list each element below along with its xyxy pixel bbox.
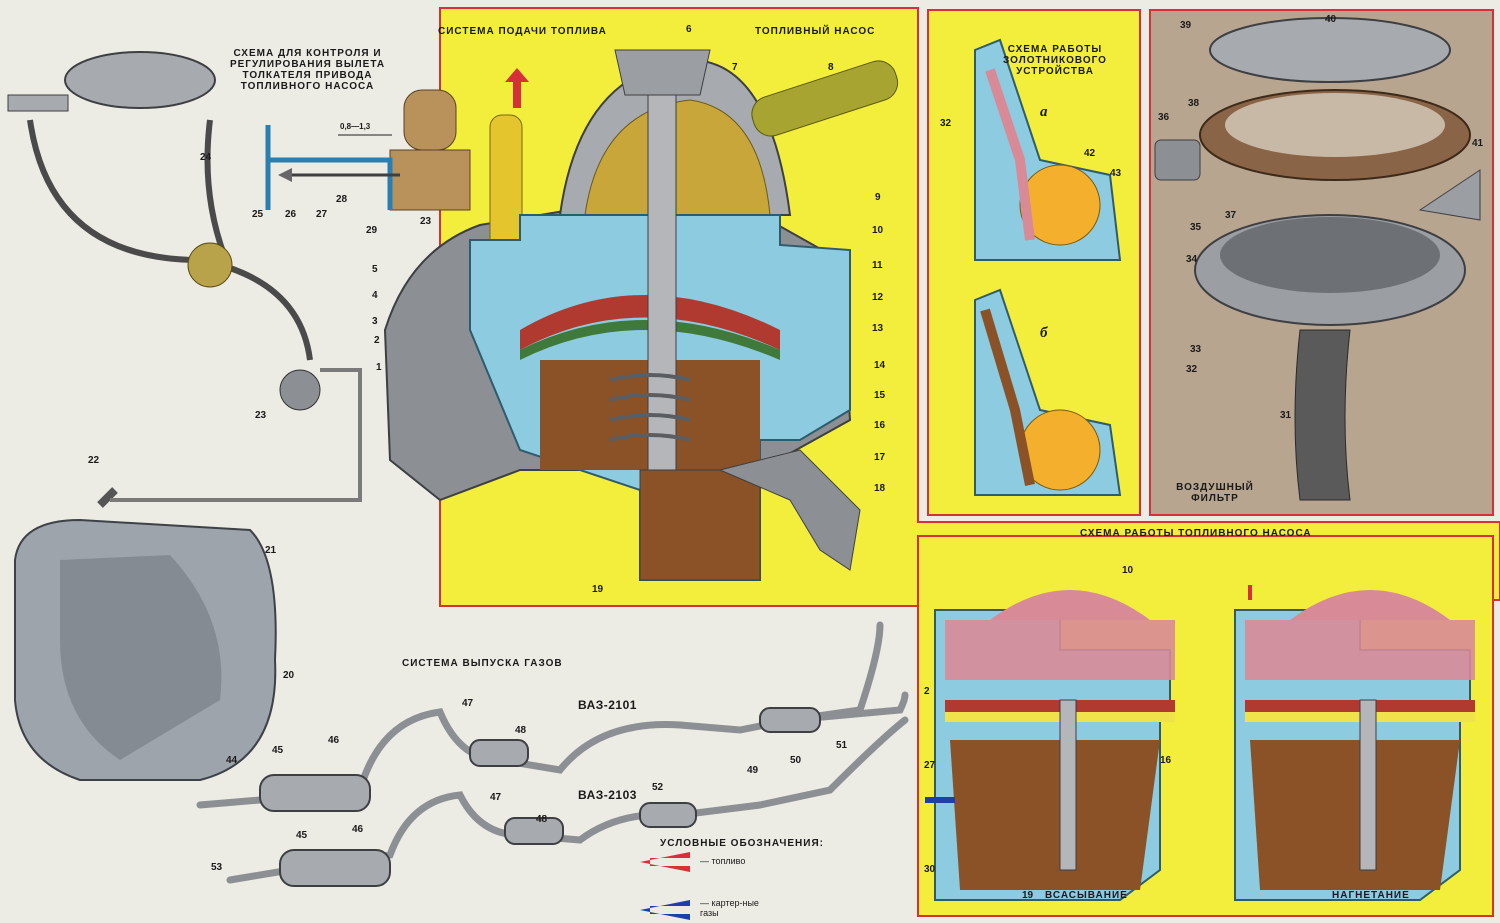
callout-number: 46	[352, 824, 364, 835]
callout-number: 1	[376, 362, 382, 373]
callout-number: 14	[874, 360, 886, 371]
callout-number: 33	[1190, 344, 1202, 355]
callout-number: 5	[372, 264, 378, 275]
pump-scheme-suction	[925, 590, 1175, 901]
callout-number: 37	[1225, 210, 1237, 221]
suction-label: ВСАСЫВАНИЕ	[1045, 890, 1128, 901]
callout-number: 46	[328, 735, 340, 746]
discharge-label: НАГНЕТАНИЕ	[1332, 890, 1410, 901]
spool-scheme-heading: СХЕМА РАБОТЫ ЗОЛОТНИКОВОГО УСТРОЙСТВА	[1003, 44, 1107, 77]
pump-scheme-discharge	[1234, 585, 1475, 901]
callout-number: 24	[200, 152, 212, 163]
callout-number: 47	[490, 792, 502, 803]
fuel-pump-cutaway	[383, 49, 899, 581]
callout-number: 21	[265, 545, 277, 556]
legend-gas-text: — картер-ные газы	[700, 898, 759, 918]
callout-number: 16	[1160, 755, 1172, 766]
fuel-pump-heading: ТОПЛИВНЫЙ НАСОС	[755, 26, 876, 37]
callout-number: 13	[872, 323, 884, 334]
callout-number: 35	[1190, 222, 1202, 233]
callout-number: 6	[686, 24, 692, 35]
pump-scheme-heading: СХЕМА РАБОТЫ ТОПЛИВНОГО НАСОСА	[1080, 528, 1312, 539]
air-filter-heading: ВОЗДУШНЫЙ ФИЛЬТР	[1176, 482, 1254, 504]
callout-number: 10	[1122, 565, 1134, 576]
callout-number: 26	[285, 209, 297, 220]
callout-number: 23	[420, 216, 432, 227]
spool-drawing-a	[974, 38, 1122, 261]
mufflers	[259, 707, 821, 887]
callout-number: 32	[940, 118, 952, 129]
callout-number: 9	[875, 192, 881, 203]
callout-number: 38	[1188, 98, 1200, 109]
callout-number: 53	[211, 862, 223, 873]
callout-number: 19	[592, 584, 604, 595]
callout-number: 47	[462, 698, 474, 709]
callout-number: 43	[1110, 168, 1122, 179]
control-scheme-drawing	[265, 89, 471, 211]
callout-number: 15	[874, 390, 886, 401]
callout-number: 34	[1186, 254, 1198, 265]
exhaust-system-2101	[196, 621, 909, 809]
callout-number: 44	[226, 755, 238, 766]
callout-number: 4	[372, 290, 378, 301]
callout-number: 10	[872, 225, 884, 236]
callout-number: 27	[316, 209, 328, 220]
callout-number: 7	[732, 62, 738, 73]
legend-gas-arrow	[640, 900, 690, 920]
callout-number: 32	[1186, 364, 1198, 375]
callout-number: 49	[747, 765, 759, 776]
callout-number: 52	[652, 782, 664, 793]
exhaust-system-heading: СИСТЕМА ВЫПУСКА ГАЗОВ	[402, 658, 563, 669]
callout-number: 17	[874, 452, 886, 463]
callout-number: 40	[1325, 14, 1337, 25]
callout-number: 45	[296, 830, 308, 841]
callout-number: 45	[272, 745, 284, 756]
callout-number: 11	[872, 260, 883, 271]
callout-number: 50	[790, 755, 802, 766]
callout-number: 48	[536, 814, 548, 825]
model-label-vaz2101: ВАЗ-2101	[578, 698, 637, 712]
callout-number: 16	[874, 420, 886, 431]
callout-number: 41	[1472, 138, 1484, 149]
legend-title: УСЛОВНЫЕ ОБОЗНАЧЕНИЯ:	[660, 838, 824, 849]
callout-number: 22	[88, 455, 100, 466]
callout-number: 2	[374, 335, 380, 346]
callout-number: 36	[1158, 112, 1170, 123]
callout-number: 48	[515, 725, 527, 736]
callout-number: 30	[924, 864, 936, 875]
callout-number: 29	[366, 225, 378, 236]
callout-number: 42	[1084, 148, 1096, 159]
fuel-tank-assembly	[7, 51, 362, 781]
callout-number: 12	[872, 292, 884, 303]
callout-number: 51	[836, 740, 848, 751]
spool-drawing-b	[974, 288, 1122, 496]
callout-number: 31	[1280, 410, 1292, 421]
model-label-vaz2103: ВАЗ-2103	[578, 788, 637, 802]
control-scheme-heading: СХЕМА ДЛЯ КОНТРОЛЯ И РЕГУЛИРОВАНИЯ ВЫЛЕТ…	[229, 48, 386, 92]
callout-number: 2	[924, 686, 930, 697]
callout-number: 27	[924, 760, 936, 771]
callout-number: 3	[372, 316, 378, 327]
callout-number: 25	[252, 209, 264, 220]
control-gap-label: 0,8—1,3	[340, 122, 371, 131]
legend-fuel-text: — топливо	[700, 856, 746, 866]
callout-number: 18	[874, 483, 886, 494]
spool-label-a: а	[1040, 104, 1048, 120]
callout-number: 23	[255, 410, 267, 421]
legend-fuel-arrow	[640, 852, 690, 872]
callout-number: 28	[336, 194, 348, 205]
spool-label-b: б	[1040, 325, 1048, 341]
callout-number: 39	[1180, 20, 1192, 31]
fuel-system-heading: СИСТЕМА ПОДАЧИ ТОПЛИВА	[438, 26, 607, 37]
exhaust-system-2103	[226, 716, 909, 884]
callout-number: 19	[1022, 890, 1034, 901]
callout-number: 20	[283, 670, 295, 681]
air-filter-drawing	[1154, 17, 1481, 501]
callout-number: 8	[828, 62, 834, 73]
